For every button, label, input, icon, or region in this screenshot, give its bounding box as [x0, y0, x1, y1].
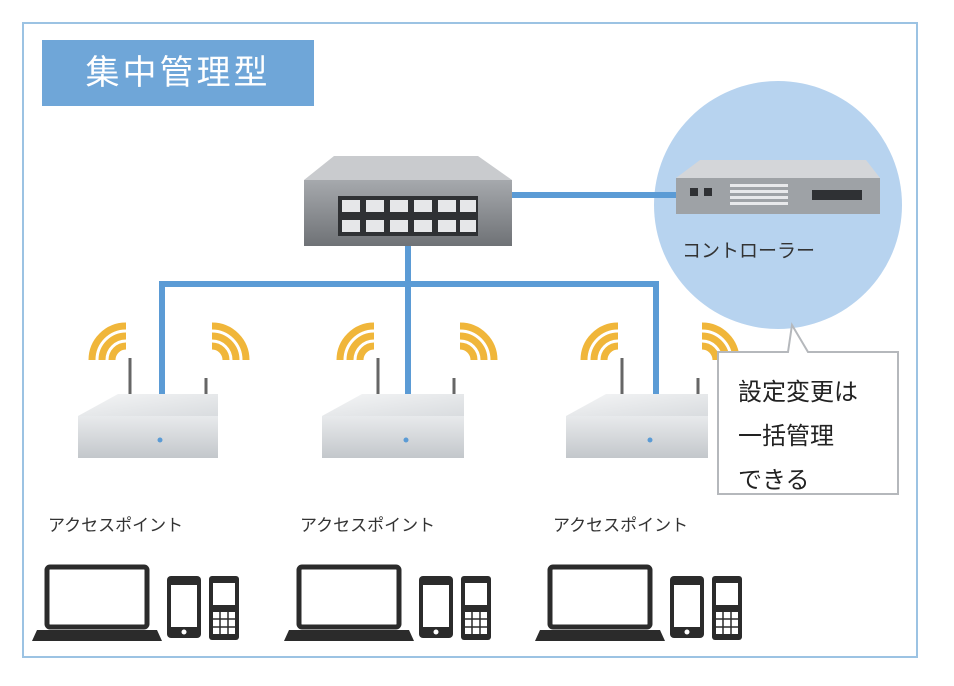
- access-point-label: アクセスポイント: [48, 516, 184, 536]
- access-point-label: アクセスポイント: [553, 516, 689, 536]
- diagram-title: 集中管理型: [42, 40, 314, 106]
- callout-line: 一括管理: [738, 422, 834, 450]
- callout-box: [717, 322, 899, 495]
- wifi-signal-icon: [92, 326, 246, 360]
- callout-line: 設定変更は: [738, 378, 858, 406]
- access-point-label: アクセスポイント: [300, 516, 436, 536]
- wifi-signal-icon: [340, 326, 494, 360]
- feature-phone-icon: [712, 576, 742, 640]
- laptop-icon: [535, 564, 665, 641]
- laptop-icon: [284, 564, 414, 641]
- ap-distribution-line: [159, 281, 659, 405]
- smartphone-icon: [670, 576, 704, 638]
- controller-server-icon: [676, 160, 880, 214]
- access-point-icon: [566, 358, 708, 458]
- feature-phone-icon: [461, 576, 491, 640]
- access-point-icon: [322, 358, 464, 458]
- network-lines: [159, 192, 690, 405]
- access-point-icon: [78, 358, 218, 458]
- controller-label: コントローラー: [682, 240, 816, 262]
- callout-line: できる: [738, 466, 810, 494]
- diagram-frame: [22, 22, 918, 658]
- wifi-signal-icon: [584, 326, 736, 360]
- smartphone-icon: [419, 576, 453, 638]
- smartphone-icon: [167, 576, 201, 638]
- callout-text: 設定変更は 一括管理 できる: [738, 370, 858, 502]
- feature-phone-icon: [209, 576, 239, 640]
- laptop-icon: [32, 564, 162, 641]
- network-switch-icon: [304, 156, 512, 246]
